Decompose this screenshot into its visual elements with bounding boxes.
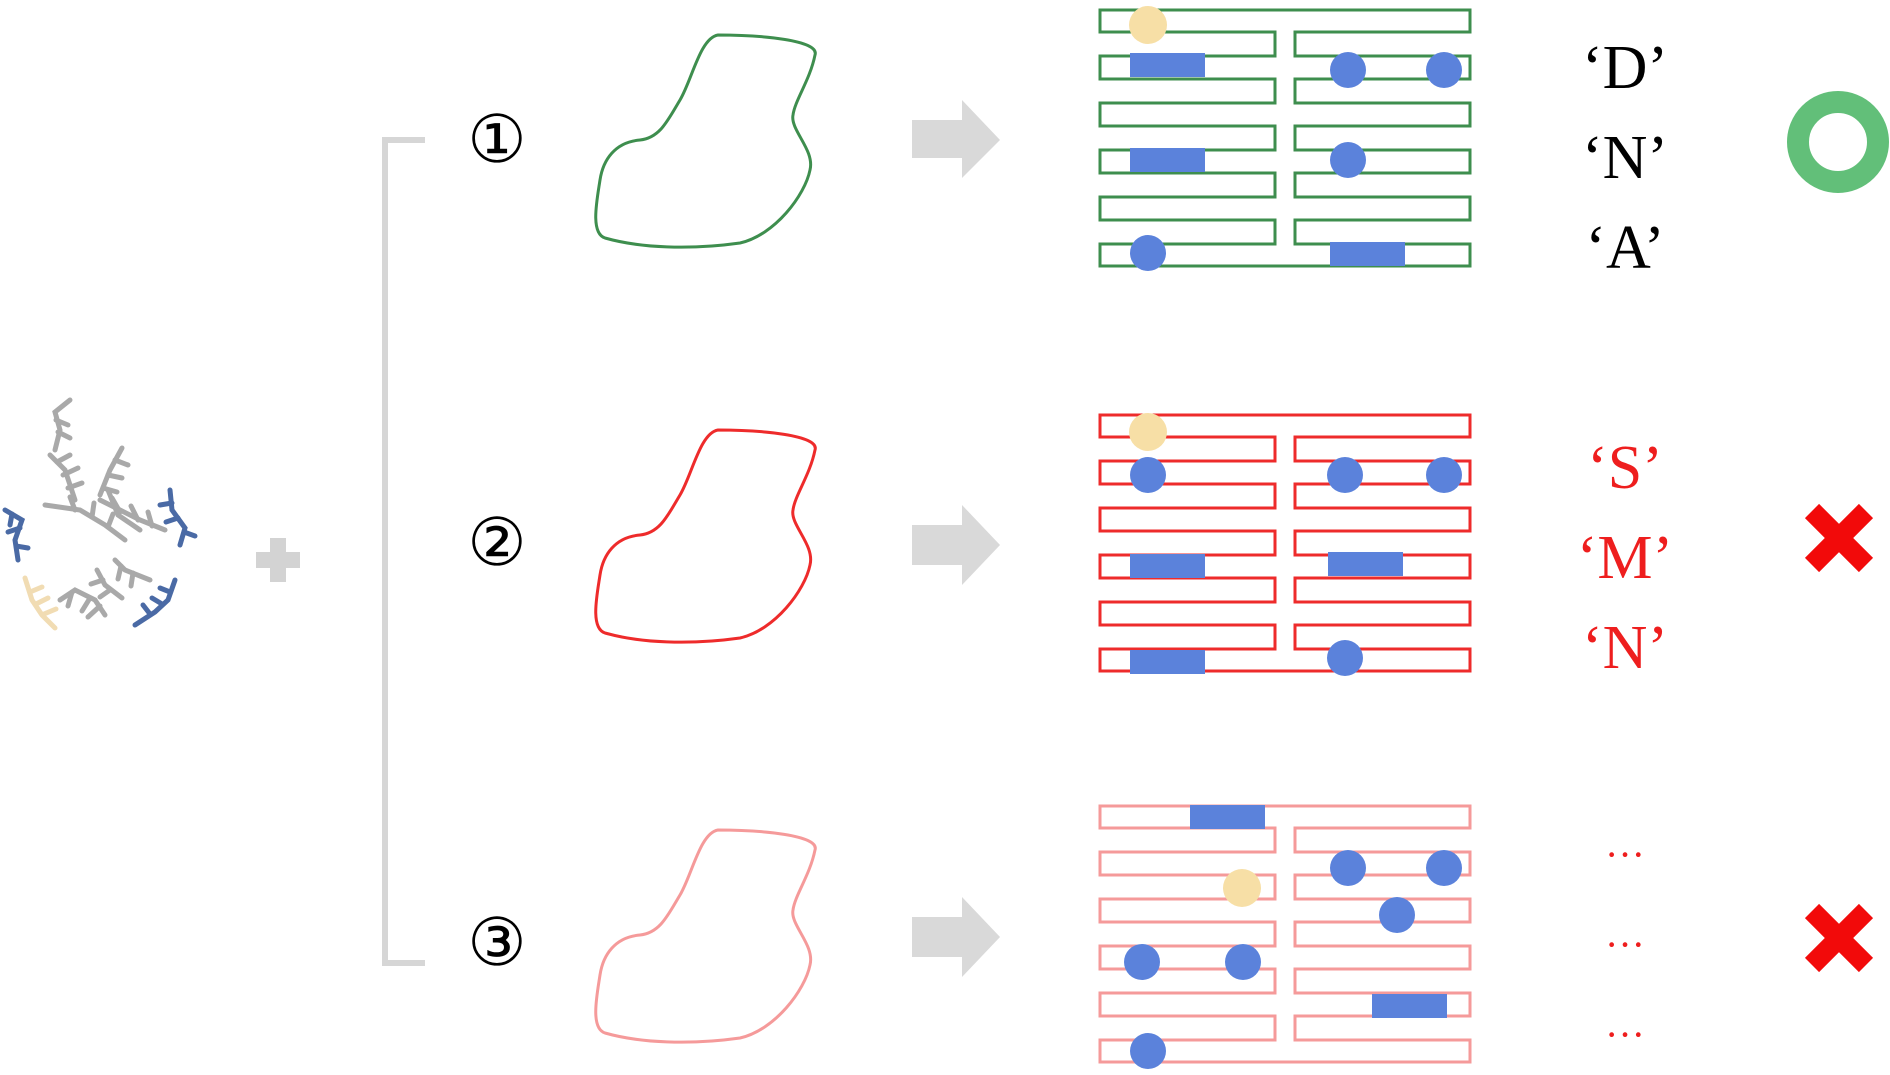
letter-label: ‘D’ bbox=[1582, 34, 1668, 102]
blue-dot bbox=[1327, 640, 1363, 676]
blue-dot bbox=[1130, 1033, 1166, 1069]
row-number-2: ② bbox=[467, 507, 526, 580]
blue-dot bbox=[1330, 52, 1366, 88]
letter-label: ‘M’ bbox=[1577, 524, 1673, 592]
yellow-dot bbox=[1129, 413, 1167, 451]
blue-dot bbox=[1426, 850, 1462, 886]
blue-dot bbox=[1330, 142, 1366, 178]
plus-icon bbox=[256, 538, 300, 582]
blob-shape-2 bbox=[594, 428, 817, 644]
blue-bar bbox=[1372, 994, 1447, 1018]
cross-icon bbox=[1804, 903, 1874, 973]
blue-bar bbox=[1328, 552, 1403, 576]
yellow-dot bbox=[1129, 6, 1167, 44]
dna-strands-cluster bbox=[2, 397, 198, 631]
blue-dot bbox=[1330, 850, 1366, 886]
ellipsis-label: ··· bbox=[1605, 832, 1645, 877]
blue-dot bbox=[1130, 235, 1166, 271]
success-circle-icon bbox=[1787, 91, 1889, 193]
arrow-icon-3 bbox=[912, 897, 1000, 977]
origami-grid-2 bbox=[1098, 413, 1472, 676]
arrow-icon-1 bbox=[912, 100, 1000, 178]
ellipsis-label: ··· bbox=[1605, 922, 1645, 967]
blue-bar bbox=[1130, 53, 1205, 77]
row-number-1: ① bbox=[467, 104, 526, 177]
blue-bar bbox=[1130, 148, 1205, 172]
blob-shape-3 bbox=[594, 828, 817, 1044]
blue-dot bbox=[1225, 944, 1261, 980]
arrow-icon-2 bbox=[912, 505, 1000, 585]
blue-bar bbox=[1330, 242, 1405, 266]
blue-bar bbox=[1190, 805, 1265, 829]
blue-bar bbox=[1130, 650, 1205, 674]
letter-label: ‘N’ bbox=[1582, 124, 1668, 192]
origami-grid-1 bbox=[1098, 6, 1472, 271]
blob-shape-1 bbox=[594, 33, 817, 249]
origami-grid-3 bbox=[1098, 804, 1472, 1069]
blue-dot bbox=[1124, 944, 1160, 980]
blue-dot bbox=[1426, 52, 1462, 88]
ellipsis-label: ··· bbox=[1605, 1012, 1645, 1057]
blue-bar bbox=[1130, 554, 1205, 578]
letter-label: ‘N’ bbox=[1582, 614, 1668, 682]
bracket bbox=[382, 137, 425, 966]
blue-dot bbox=[1327, 457, 1363, 493]
row-number-3: ③ bbox=[467, 907, 526, 980]
yellow-dot bbox=[1223, 869, 1261, 907]
letter-label: ‘S’ bbox=[1587, 434, 1663, 502]
letter-label: ‘A’ bbox=[1585, 214, 1664, 282]
cross-icon bbox=[1804, 503, 1874, 573]
blue-dot bbox=[1426, 457, 1462, 493]
blue-dot bbox=[1379, 897, 1415, 933]
blue-dot bbox=[1130, 457, 1166, 493]
